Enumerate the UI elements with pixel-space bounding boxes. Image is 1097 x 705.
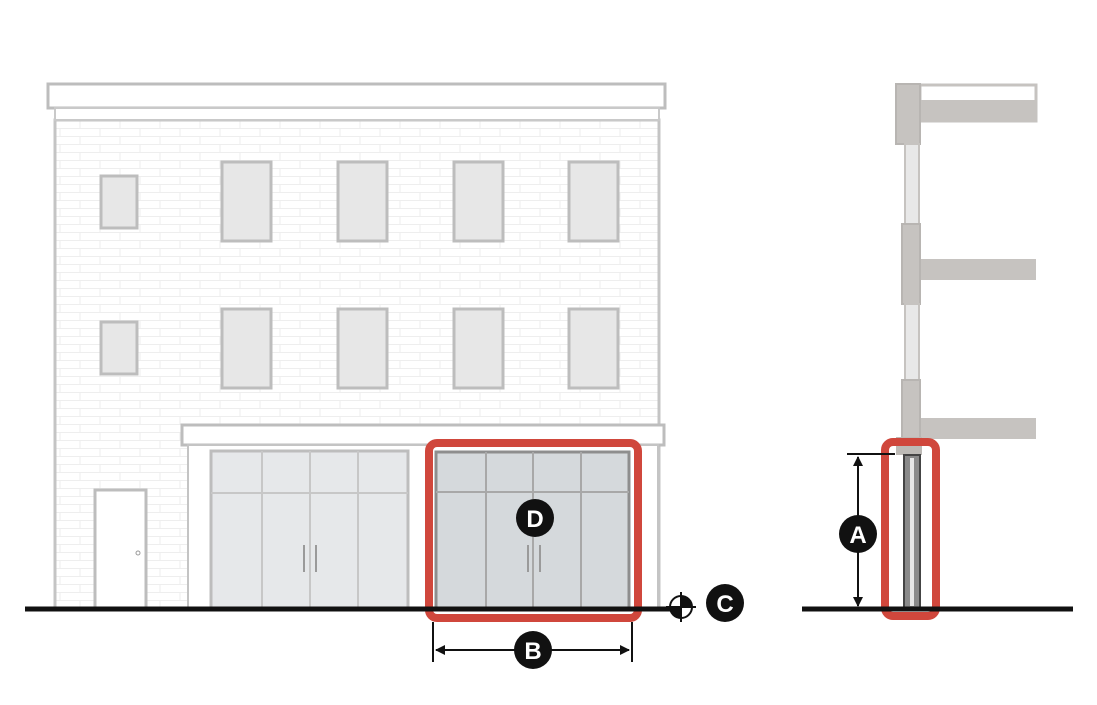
window bbox=[452, 160, 505, 243]
window bbox=[336, 160, 389, 243]
door-knob bbox=[135, 550, 141, 556]
callout-c: C bbox=[706, 584, 744, 622]
windows-third-floor bbox=[99, 160, 620, 243]
front-elevation bbox=[25, 82, 696, 662]
floor-slab bbox=[920, 259, 1036, 280]
callout-a-label: A bbox=[849, 522, 866, 549]
window bbox=[567, 160, 620, 243]
callout-b: B bbox=[514, 631, 552, 669]
callout-b-label: B bbox=[524, 638, 541, 665]
wall-segment bbox=[895, 83, 921, 145]
window bbox=[220, 160, 273, 243]
floor-slab bbox=[920, 418, 1036, 439]
storefront-glazing-left bbox=[209, 449, 410, 610]
callout-d: D bbox=[516, 499, 554, 537]
windows-second-floor bbox=[99, 307, 620, 390]
window bbox=[567, 307, 620, 390]
callout-d-label: D bbox=[526, 506, 543, 533]
highlight-box-section bbox=[881, 438, 940, 620]
window-section bbox=[904, 143, 920, 225]
wall-segment bbox=[901, 223, 921, 305]
window-section bbox=[904, 303, 920, 381]
datum-marker bbox=[666, 592, 696, 622]
callout-a: A bbox=[839, 515, 877, 553]
window bbox=[99, 174, 139, 230]
floor-slab bbox=[920, 100, 1036, 121]
wall-segment bbox=[901, 379, 921, 441]
window bbox=[99, 320, 139, 376]
window bbox=[336, 307, 389, 390]
highlight-box-storefront bbox=[425, 439, 642, 622]
side-entry-door bbox=[93, 488, 148, 610]
roof-cornice bbox=[46, 82, 667, 110]
cornice-band bbox=[54, 107, 660, 121]
window bbox=[220, 307, 273, 390]
section-view bbox=[802, 83, 1073, 620]
callout-c-label: C bbox=[716, 591, 733, 618]
window bbox=[452, 307, 505, 390]
